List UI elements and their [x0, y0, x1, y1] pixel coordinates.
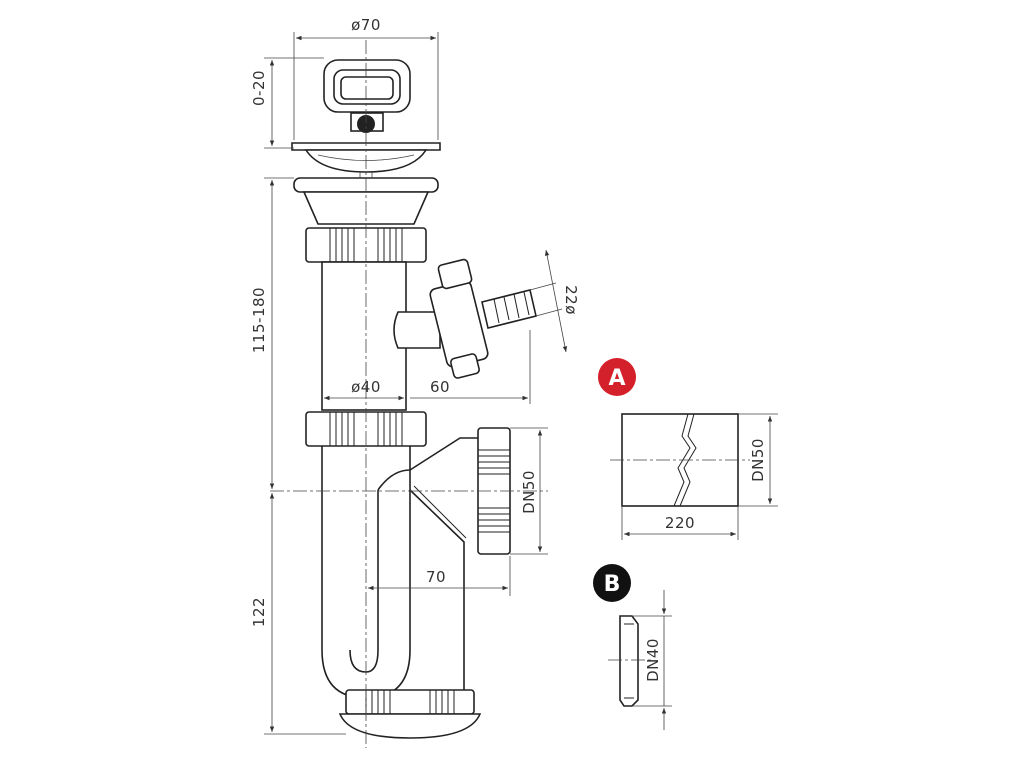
bottom-cap	[338, 689, 482, 739]
detail-b-badge-label: B	[604, 572, 621, 597]
pipe-diameter-label: ø40	[351, 378, 381, 396]
plug-diameter-label: ø70	[351, 16, 381, 34]
outlet-offset-label: 70	[426, 568, 446, 586]
detail-a: A DN50 220	[598, 358, 778, 540]
detail-b-badge	[593, 564, 631, 602]
detail-a-badge-label: A	[608, 366, 625, 391]
trap-height-label: 122	[250, 597, 268, 627]
branch-offset-label: 60	[430, 378, 450, 396]
detail-b: B DN40	[593, 564, 672, 730]
sink-trap-assembly	[270, 40, 548, 748]
plug-height-label: 0-20	[250, 70, 268, 106]
hose-diameter-label: 22ø	[562, 285, 580, 315]
outlet-size-label: DN50	[520, 470, 538, 514]
detail-a-size-label: DN50	[749, 438, 767, 482]
body-height-label: 115-180	[250, 287, 268, 353]
hose-connector	[393, 258, 537, 379]
detail-a-length-label: 220	[665, 514, 695, 532]
vertical-pipe	[321, 261, 407, 411]
dimension-lines	[264, 32, 568, 735]
dimension-labels: ø70 0-20 115-180 ø40 60 22ø DN50 122 70	[250, 16, 580, 627]
trap-body	[321, 437, 478, 699]
pipe-section-a	[610, 413, 750, 507]
detail-a-badge	[598, 358, 636, 396]
detail-b-size-label: DN40	[644, 638, 662, 682]
rubber-seal-b	[608, 615, 652, 707]
